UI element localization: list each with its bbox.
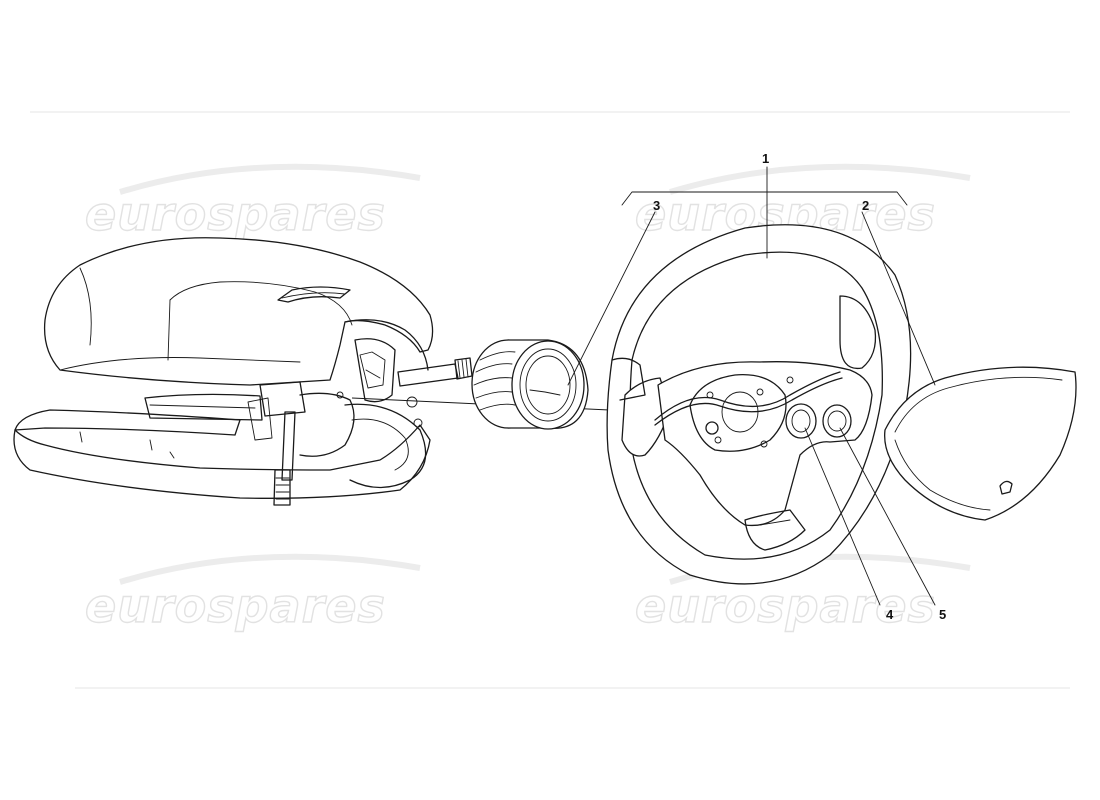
switch-button-left bbox=[785, 403, 817, 439]
watermark-top-left: eurospares bbox=[85, 187, 386, 241]
dashboard-steering-column bbox=[13, 237, 473, 506]
callout-2: 2 bbox=[862, 198, 869, 213]
callout-5: 5 bbox=[939, 607, 946, 622]
watermark-bottom-left: eurospares bbox=[85, 579, 386, 633]
callout-1: 1 bbox=[762, 151, 769, 166]
watermark-bottom-right: eurospares bbox=[635, 579, 936, 633]
callout-4: 4 bbox=[886, 607, 894, 622]
horn-pad-cover bbox=[884, 366, 1077, 521]
switch-button-right bbox=[822, 404, 852, 438]
steering-wheel bbox=[606, 224, 912, 585]
watermark-group: eurospares eurospares eurospares eurospa… bbox=[84, 163, 971, 634]
callout-3: 3 bbox=[653, 198, 660, 213]
steering-wheel-hub-adapter bbox=[471, 339, 589, 430]
leader-lines bbox=[567, 166, 936, 606]
